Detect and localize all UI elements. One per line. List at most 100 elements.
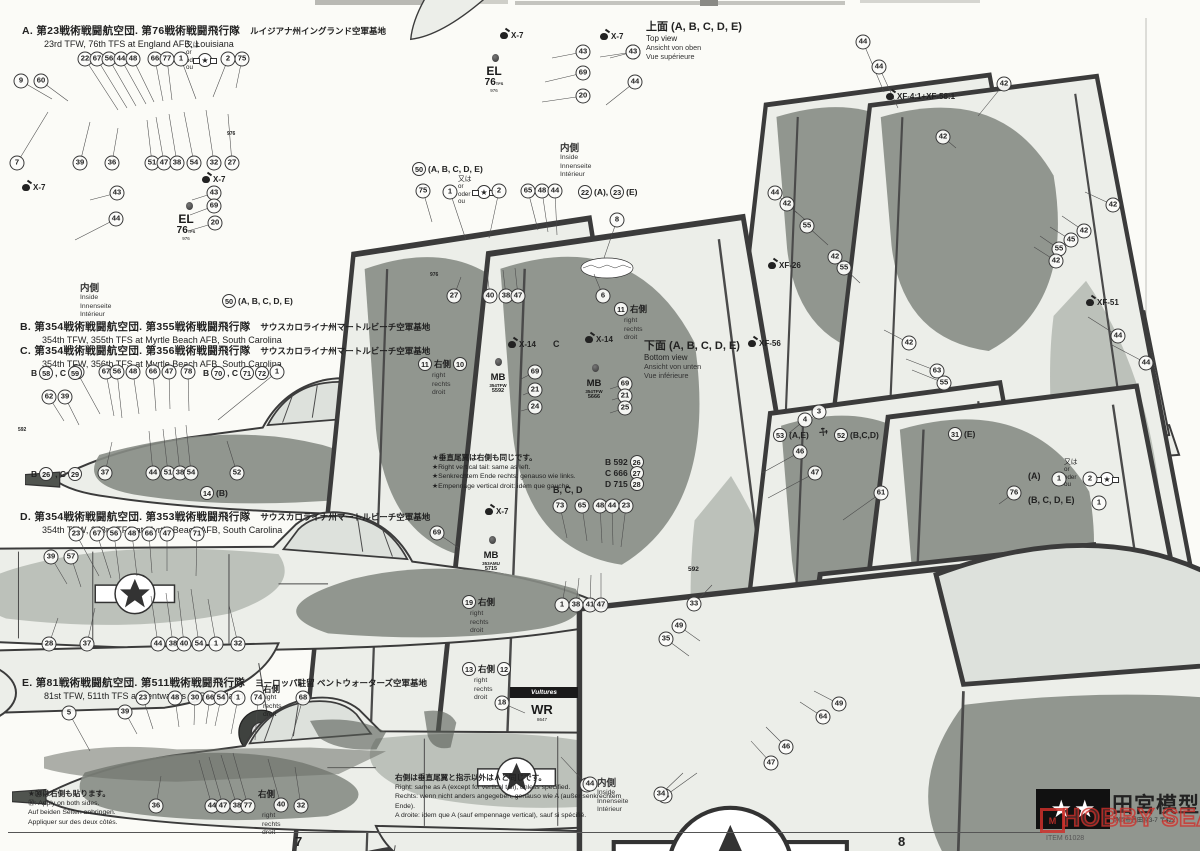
- bomb-label: ⚒: [816, 425, 830, 439]
- callout-40: 40: [176, 636, 192, 652]
- label-line: X-14: [596, 335, 613, 344]
- callout-1: 1: [173, 51, 189, 67]
- callout-5: 5: [61, 705, 77, 721]
- callout-31: 31: [948, 427, 962, 441]
- leader-line: [120, 58, 147, 105]
- callout-38: 38: [568, 597, 584, 613]
- label-text: B 592: [605, 457, 628, 467]
- leader-line: [150, 595, 159, 645]
- section-c-title-en: 354th TFW, 356th TFS at Myrtle Beach AFB…: [42, 359, 282, 369]
- bottom-view-header: 下面 (A, B, C, D, E) Bottom view Ansicht v…: [644, 337, 740, 380]
- label-line: 又は: [458, 176, 472, 183]
- label-text: D 715: [605, 479, 628, 489]
- label-line: right: [624, 317, 638, 324]
- callout-9: 9: [13, 73, 29, 89]
- callout-11: 11: [418, 357, 432, 371]
- label-line: right: [432, 372, 446, 379]
- callout-50: 50: [222, 294, 236, 308]
- callout-47: 47: [159, 526, 175, 542]
- callout-48: 48: [592, 498, 608, 514]
- label-line: 右側: [263, 684, 281, 694]
- section-a-title-jp: A. 第23戦術戦闘航空団. 第76戦術戦闘飛行隊: [22, 25, 241, 37]
- callout-12: 12: [497, 662, 512, 676]
- paint-label: X-14: [585, 335, 613, 344]
- leader-line: [168, 113, 178, 164]
- callout-47: 47: [510, 288, 526, 304]
- tail-code: EL: [486, 64, 502, 78]
- leader-line: [75, 533, 100, 577]
- label-line: Intérieur: [80, 311, 105, 319]
- callout-52: 52: [834, 428, 848, 442]
- paint-pot-icon: [600, 33, 608, 40]
- callout-56: 56: [106, 526, 122, 542]
- tail-code-mb-b: MB 354TFW 5592: [489, 372, 507, 394]
- callout-75: 75: [234, 51, 250, 67]
- callout-27: 27: [629, 466, 644, 480]
- squadron-badge: [495, 358, 502, 366]
- composite-label: 50(A, B, C, D, E): [222, 294, 294, 308]
- label-text: (B): [216, 488, 228, 498]
- callout-45: 45: [1063, 232, 1079, 248]
- callout-13: 13: [462, 662, 476, 676]
- callout-11: 11: [614, 302, 628, 316]
- leader-line: [113, 533, 121, 581]
- callout-44: 44: [145, 465, 161, 481]
- callout-2: 2: [1082, 471, 1098, 487]
- section-a-header: A. 第23戦術戦闘航空団. 第76戦術戦闘飛行隊ルイジアナ州イングランド空軍基…: [22, 21, 386, 49]
- callout-59: 59: [68, 366, 83, 380]
- callout-28: 28: [41, 636, 57, 652]
- callout-44: 44: [547, 183, 563, 199]
- tail-code-mb-c: MB 354TFW 5666: [585, 378, 603, 400]
- callout-1: 1: [554, 597, 570, 613]
- composite-label: 31(E): [948, 427, 976, 441]
- callout-21: 21: [527, 382, 543, 398]
- plain-label: B, C, D: [553, 486, 583, 495]
- leader-line: [878, 66, 899, 109]
- callout-1: 1: [1051, 471, 1067, 487]
- top-view-header: 上面 (A, B, C, D, E) Top view Ansicht von …: [646, 18, 742, 61]
- callout-72: 72: [255, 366, 270, 380]
- nose-number: 592: [18, 427, 27, 433]
- label-line: ou: [186, 64, 193, 72]
- leader-line: [267, 758, 282, 806]
- label-line: ou: [458, 198, 465, 206]
- callout-55: 55: [1051, 241, 1067, 257]
- label-text: , C: [55, 368, 67, 378]
- paint-label: X-7: [22, 183, 45, 192]
- callout-69: 69: [575, 65, 591, 81]
- label-line: Innenseite: [597, 797, 629, 805]
- paint-pot-icon: [508, 341, 516, 348]
- label-line: X-7: [611, 32, 624, 41]
- leader-line: [96, 58, 128, 109]
- label-line: droit: [470, 627, 484, 635]
- label-line: rechts: [262, 820, 281, 828]
- bottom-view-title-de: Ansicht von unten: [644, 362, 702, 371]
- paint-pot-icon: [768, 262, 776, 269]
- leader-line: [76, 371, 101, 415]
- callout-29: 29: [68, 467, 83, 481]
- leader-line: [155, 116, 165, 164]
- fuselage-number: 976: [227, 131, 236, 137]
- label-line: XF-26: [779, 261, 801, 270]
- callout-26: 26: [39, 467, 54, 481]
- label-line: or: [186, 49, 192, 57]
- tail-code-wr: WR 8647: [531, 702, 553, 722]
- callout-39: 39: [43, 549, 59, 565]
- label-text: (A, B, C, D, E): [428, 164, 483, 174]
- label-text: (E): [964, 429, 976, 439]
- composite-label: 53(A,E): [773, 428, 810, 442]
- label-line: oder: [186, 57, 200, 64]
- leader-line: [16, 111, 49, 164]
- label-text: 右側: [478, 664, 496, 674]
- callout-49: 49: [671, 618, 687, 634]
- label-line: right: [262, 812, 276, 819]
- callout-23: 23: [135, 690, 151, 706]
